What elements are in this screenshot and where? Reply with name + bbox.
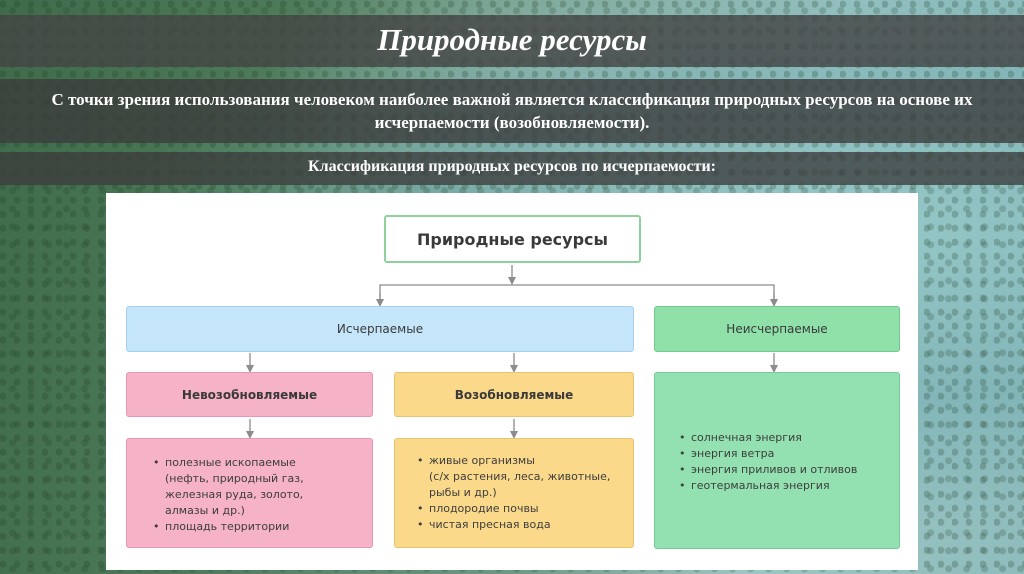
list-item: энергия приливов и отливов <box>677 462 857 478</box>
slide-subtitle: С точки зрения использования человеком н… <box>51 90 973 132</box>
list-item: железная руда, золото, <box>165 488 304 501</box>
caption-band <box>0 152 1024 185</box>
renewable-label: Возобновляемые <box>454 387 574 402</box>
list-item: живые организмы <box>415 453 610 469</box>
branch-connector <box>379 284 775 301</box>
list-item: (с/х растения, леса, животные, <box>429 470 611 483</box>
inexhaustible-list: солнечная энергия энергия ветра энергия … <box>654 372 900 549</box>
list-item: алмазы и др.) <box>165 504 245 517</box>
renewable-list: живые организмы (с/х растения, леса, жив… <box>394 438 634 548</box>
inexhaustible-label: Неисчерпаемые <box>726 322 828 336</box>
list-item: геотермальная энергия <box>677 478 857 494</box>
list-item: площадь территории <box>151 519 304 535</box>
list-item: (нефть, природный газ, <box>165 472 304 485</box>
nonrenewable-node: Невозобновляемые <box>126 372 373 417</box>
list-item: солнечная энергия <box>677 430 857 446</box>
title-band <box>0 15 1024 67</box>
root-node-label: Природные ресурсы <box>417 229 608 249</box>
slide-title: Природные ресурсы <box>377 22 647 57</box>
list-item: энергия ветра <box>677 446 857 462</box>
root-node: Природные ресурсы <box>384 215 641 263</box>
exhaustible-node: Исчерпаемые <box>126 306 634 352</box>
list-item: полезные ископаемые <box>151 455 304 471</box>
list-item: чистая пресная вода <box>415 517 610 533</box>
diagram-connectors <box>246 265 778 439</box>
list-item: плодородие почвы <box>415 501 610 517</box>
nonrenewable-list: полезные ископаемые (нефть, природный га… <box>126 438 373 548</box>
subtitle-band <box>0 79 1024 143</box>
inexhaustible-node: Неисчерпаемые <box>654 306 900 352</box>
nonrenewable-label: Невозобновляемые <box>181 387 318 402</box>
renewable-node: Возобновляемые <box>394 372 634 417</box>
diagram-panel: Природные ресурсы Исчерпаемые Неисчерпае… <box>106 193 918 570</box>
classification-caption: Классификация природных ресурсов по исче… <box>307 158 717 175</box>
exhaustible-label: Исчерпаемые <box>336 322 424 336</box>
list-item: рыбы и др.) <box>429 486 497 499</box>
